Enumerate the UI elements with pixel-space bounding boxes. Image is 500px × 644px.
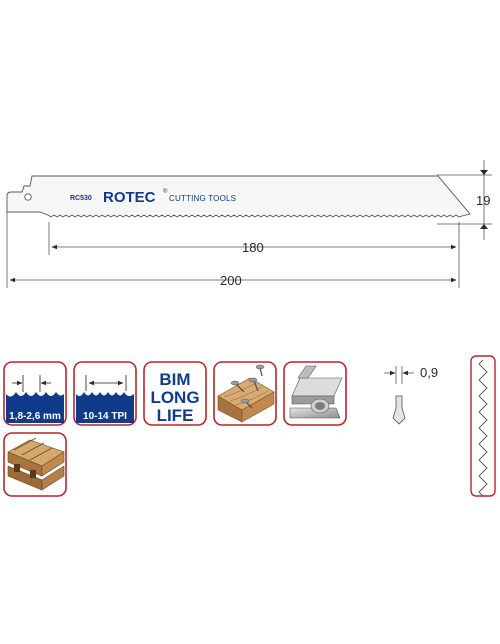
- brand-registered: ®: [163, 188, 168, 195]
- thickness-dimension: [384, 366, 414, 384]
- blade-outline: [6, 175, 471, 218]
- brand-logo: ROTEC: [103, 189, 156, 206]
- pallet-icon: [7, 437, 65, 491]
- blade-cross-section: [392, 395, 406, 425]
- tooth-pitch-tpi-label: 10-14 TPI: [83, 411, 127, 422]
- brand-tagline: CUTTING TOOLS: [169, 194, 236, 203]
- total-length-dimension: [6, 212, 460, 288]
- blade-shank-hole: [24, 193, 32, 201]
- height-arrow-bottom: [480, 224, 488, 229]
- thickness-value: 0,9: [420, 365, 438, 380]
- height-value: 19: [476, 193, 490, 208]
- tooth-set-view: [470, 355, 496, 497]
- tooth-pitch-mm-badge: 1,8-2,6 mm: [3, 361, 67, 426]
- cutting-length-value: 180: [242, 240, 264, 255]
- pallet-badge: [3, 432, 67, 497]
- blade-model: RC530: [70, 195, 92, 202]
- wood-block-icon: [217, 377, 275, 423]
- bim-line-1: BIM: [159, 370, 190, 389]
- tooth-pitch-tpi-badge: 10-14 TPI: [73, 361, 137, 426]
- metal-profile-icon: [289, 365, 343, 419]
- metal-profiles-badge: [283, 361, 347, 426]
- bim-line-3: LIFE: [157, 406, 194, 425]
- height-arrow-top: [480, 170, 488, 175]
- total-length-value: 200: [220, 273, 242, 288]
- bim-long-life-badge: BIM LONG LIFE: [143, 361, 207, 426]
- wood-with-nails-badge: [213, 361, 277, 426]
- bim-line-2: LONG: [150, 388, 199, 407]
- tooth-pitch-mm-label: 1,8-2,6 mm: [9, 411, 61, 422]
- saw-blade: RC530 ROTEC ® CUTTING TOOLS: [6, 175, 471, 218]
- cutting-length-dimension: [48, 222, 460, 255]
